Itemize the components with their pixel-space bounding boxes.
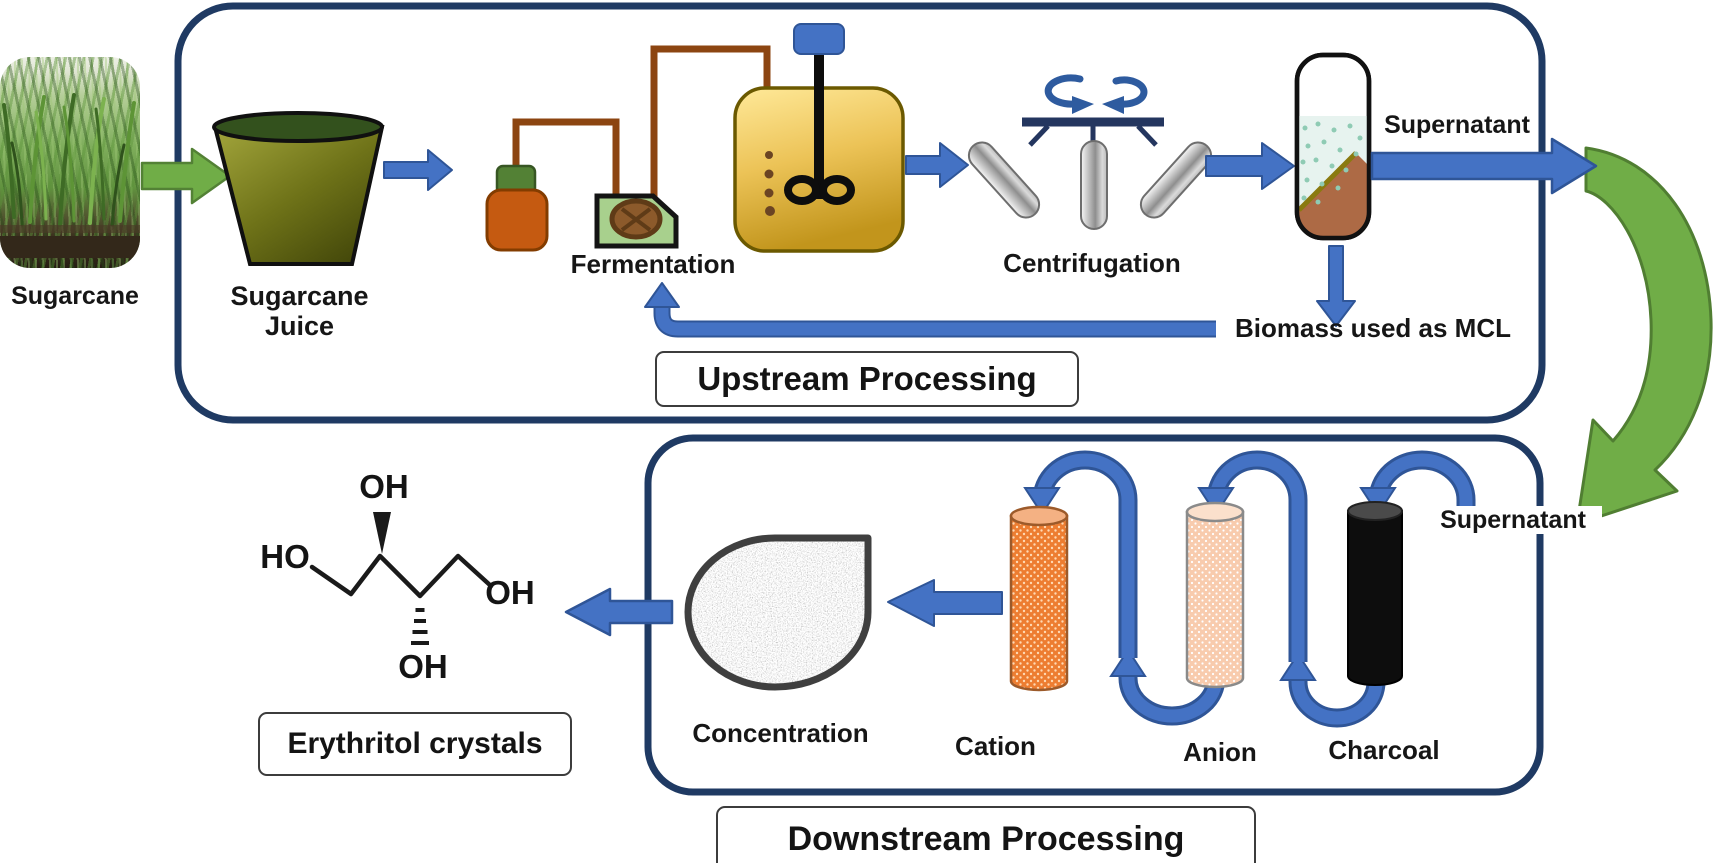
fermentation-pump-rotor-cross bbox=[620, 207, 652, 232]
molecule-dash-bond bbox=[411, 608, 429, 645]
flow-anion-to-riser bbox=[1109, 642, 1226, 726]
arrow-centrifuge-to-vessel bbox=[1205, 142, 1295, 190]
arrow-juice-to-seed bbox=[383, 149, 453, 191]
seed-bottle bbox=[485, 188, 549, 252]
feed-droplets bbox=[764, 151, 775, 216]
flow-supernatant-to-charcoal bbox=[1359, 450, 1476, 518]
centrifuge-tube-right bbox=[1139, 141, 1213, 219]
biomass-label: Biomass used as MCL bbox=[1235, 313, 1511, 343]
arrow-cation-to-concentration bbox=[887, 579, 1003, 627]
downstream-processing-title: Downstream Processing bbox=[716, 806, 1256, 863]
arrow-fermenter-to-centrifuge bbox=[905, 142, 969, 188]
molecule-backbone bbox=[309, 553, 494, 599]
anion-label: Anion bbox=[1183, 737, 1257, 767]
erythritol-molecule bbox=[309, 512, 494, 645]
centrifuge-tube-left bbox=[967, 141, 1041, 219]
cation-column bbox=[1009, 505, 1069, 692]
arrow-supernatant-out bbox=[1370, 137, 1598, 195]
rotation-cw-head bbox=[1102, 96, 1124, 114]
molecule-wedge-bond bbox=[373, 512, 391, 554]
rotation-ccw-head bbox=[1072, 96, 1094, 114]
flow-riser-to-cation bbox=[1023, 450, 1138, 658]
charcoal-label: Charcoal bbox=[1328, 735, 1440, 765]
stirrer-motor bbox=[793, 23, 845, 55]
arrow-to-erythritol bbox=[564, 587, 674, 637]
sugarcane-label: Sugarcane bbox=[11, 282, 139, 310]
anion-column bbox=[1185, 501, 1245, 689]
upstream-processing-title: Upstream Processing bbox=[655, 351, 1079, 407]
fermentation-label: Fermentation bbox=[570, 249, 736, 279]
supernatant-top-label: Supernatant bbox=[1384, 111, 1530, 139]
stirrer-impeller bbox=[784, 175, 855, 205]
rotation-cw-icon bbox=[1112, 76, 1148, 108]
centrifugation-label: Centrifugation bbox=[1003, 248, 1181, 278]
arrow-vessel-to-biomass bbox=[1316, 245, 1356, 327]
concentration-drop-fill bbox=[688, 538, 868, 687]
sugarcane-juice-label: Sugarcane Juice bbox=[230, 281, 369, 342]
sugarcane-juice-vat bbox=[212, 125, 385, 266]
flow-charcoal-to-riser bbox=[1279, 642, 1386, 728]
supernatant-bottom-label: Supernatant bbox=[1424, 506, 1602, 534]
erythritol-crystals-title: Erythritol crystals bbox=[258, 712, 572, 776]
molecule-oh-top-label: OH bbox=[359, 468, 409, 505]
cation-label: Cation bbox=[955, 731, 1036, 761]
tube-seed-to-pump bbox=[512, 118, 620, 205]
sugarcane-photo bbox=[0, 57, 140, 268]
sugarcane-juice-surface bbox=[212, 111, 384, 143]
upstream-processing-box bbox=[174, 2, 1546, 424]
vessel-biomass-sediment bbox=[1297, 152, 1369, 238]
flow-riser-to-anion bbox=[1197, 450, 1308, 662]
centrifuge bbox=[967, 74, 1213, 230]
biomass-recycle-head bbox=[644, 282, 680, 308]
biomass-recycle-line bbox=[655, 306, 1216, 336]
concentration-label: Concentration bbox=[692, 718, 869, 748]
settling-vessel bbox=[1294, 52, 1372, 241]
molecule-oh-bottom-label: OH bbox=[398, 648, 448, 685]
sugarcane-blades bbox=[0, 93, 140, 258]
molecule-ho-left-label: HO bbox=[260, 538, 310, 575]
rotation-ccw-icon bbox=[1044, 74, 1084, 108]
vessel-cell-specks bbox=[1300, 121, 1363, 205]
arrow-sugarcane-to-juice bbox=[140, 147, 232, 205]
molecule-oh-right-label: OH bbox=[485, 574, 535, 611]
green-transfer-arrow bbox=[1575, 146, 1713, 526]
centrifuge-tube-center bbox=[1080, 140, 1108, 230]
concentration-drop-outline bbox=[684, 534, 872, 691]
charcoal-column bbox=[1347, 501, 1403, 686]
